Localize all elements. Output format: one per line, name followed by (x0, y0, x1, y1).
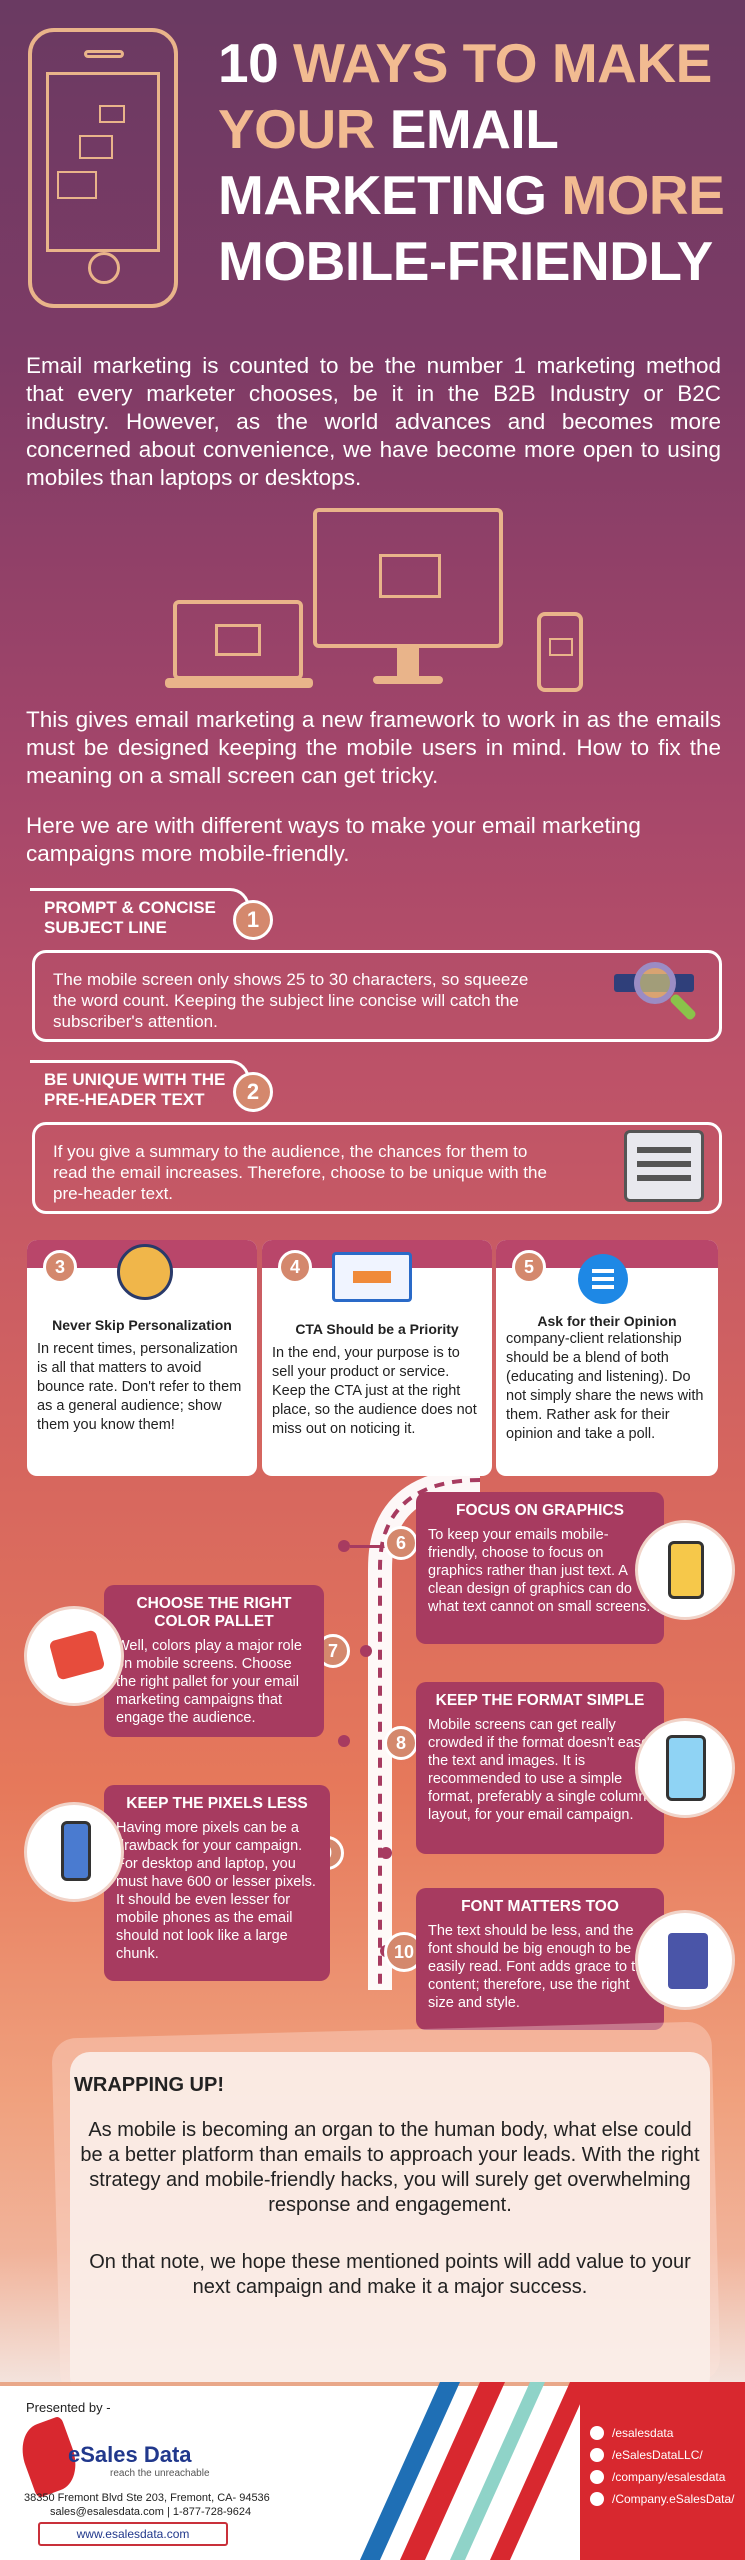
brand-tagline: reach the unreachable (110, 2468, 210, 2479)
laptop-icon (173, 600, 303, 680)
facebook-icon (590, 2492, 604, 2506)
step-8-number: 8 (384, 1726, 418, 1760)
step-9-box: KEEP THE PIXELS LESS Having more pixels … (104, 1785, 330, 1981)
wrap-up-title: WRAPPING UP! (74, 2074, 224, 2096)
mobile-icon (537, 612, 583, 692)
email-list-icon (624, 1130, 704, 1202)
intro-paragraph-3: Here we are with different ways to make … (26, 813, 641, 866)
step-7-title: CHOOSE THE RIGHT COLOR PALLET (136, 1595, 292, 1630)
step-7-text: Well, colors play a major role on mobile… (116, 1638, 302, 1726)
footer: Presented by - eSales Data reach the unr… (0, 2382, 745, 2560)
step-10-box: FONT MATTERS TOO The text should be less… (416, 1888, 664, 2030)
step-6-title: FOCUS ON GRAPHICS (456, 1502, 624, 1519)
step-3-card: 3 Never Skip Personalization In recent t… (27, 1240, 257, 1476)
step-2-text: If you give a summary to the audience, t… (53, 1142, 547, 1203)
step-10-title: FONT MATTERS TOO (461, 1898, 619, 1915)
phone-speaker (84, 50, 124, 58)
step-8-box: KEEP THE FORMAT SIMPLE Mobile screens ca… (416, 1682, 664, 1854)
step-10-text: The text should be less, and the font sh… (428, 1923, 652, 2011)
step-5-title: Ask for their Opinion (537, 1313, 677, 1329)
step-6-text: To keep your emails mobile-friendly, cho… (428, 1527, 651, 1615)
linkedin-icon (590, 2470, 604, 2484)
list-icon (578, 1254, 628, 1304)
envelope-icon (79, 135, 113, 159)
social-linkedin[interactable]: /company/esalesdata (590, 2466, 740, 2488)
step-5-text: company-client relationship should be a … (506, 1331, 704, 1442)
desktop-icon (313, 508, 503, 648)
step-2-title: BE UNIQUE WITH THE PRE-HEADER TEXT (44, 1070, 226, 1109)
step-2-box: If you give a summary to the audience, t… (32, 1122, 722, 1214)
simple-format-icon (635, 1718, 735, 1818)
decorative-stripes (360, 2382, 590, 2560)
step-3-number: 3 (43, 1250, 77, 1284)
social-pinterest[interactable]: /eSalesDataLLC/ (590, 2444, 740, 2466)
phone-screen (46, 72, 160, 252)
step-4-title: CTA Should be a Priority (295, 1321, 459, 1337)
step-5-card: 5 Ask for their Opinion company-client r… (496, 1240, 718, 1476)
intro-paragraph-1: Email marketing is counted to be the num… (26, 353, 721, 490)
step-4-card: 4 CTA Should be a Priority In the end, y… (262, 1240, 492, 1476)
step-7-box: CHOOSE THE RIGHT COLOR PALLET Well, colo… (104, 1585, 324, 1737)
page-title: 10 WAYS TO MAKE YOUR EMAIL MARKETING MOR… (218, 32, 725, 292)
presented-by: Presented by - (26, 2400, 111, 2415)
graphics-icon (635, 1520, 735, 1620)
step-6-number: 6 (384, 1526, 418, 1560)
step-2-number: 2 (233, 1072, 273, 1112)
social-facebook[interactable]: /Company.eSalesData/ (590, 2488, 740, 2510)
step-9-text: Having more pixels can be a drawback for… (116, 1820, 316, 1962)
phone-home-button (88, 252, 120, 284)
font-icon (635, 1910, 735, 2010)
envelope-icon (99, 105, 125, 123)
address: 38350 Fremont Blvd Ste 203, Fremont, CA-… (24, 2492, 270, 2504)
twitter-icon (590, 2426, 604, 2440)
wrap-up-paragraph-1: As mobile is becoming an organ to the hu… (80, 2119, 700, 2216)
envelope-icon (57, 171, 97, 199)
step-4-text: In the end, your purpose is to sell your… (272, 1345, 477, 1437)
social-twitter[interactable]: /esalesdata (590, 2422, 740, 2444)
social-links: /esalesdata /eSalesDataLLC/ /company/esa… (590, 2422, 740, 2510)
wrap-up-box: WRAPPING UP! As mobile is becoming an or… (70, 2052, 710, 2397)
step-9-title: KEEP THE PIXELS LESS (126, 1795, 308, 1812)
step-8-title: KEEP THE FORMAT SIMPLE (435, 1692, 645, 1709)
pixels-icon (24, 1802, 124, 1902)
personalization-icon (117, 1244, 173, 1300)
color-palette-icon (24, 1606, 124, 1706)
step-5-number: 5 (512, 1250, 546, 1284)
step-3-text: In recent times, personalization is all … (37, 1341, 242, 1433)
step-8-text: Mobile screens can get really crowded if… (428, 1717, 650, 1823)
wrap-up-paragraph-2: On that note, we hope these mentioned po… (89, 2251, 691, 2298)
contact-info: sales@esalesdata.com | 1-877-728-9624 (50, 2506, 252, 2518)
timeline-road (368, 1470, 481, 1990)
step-1-title: PROMPT & CONCISE SUBJECT LINE (44, 898, 216, 937)
step-1-box: The mobile screen only shows 25 to 30 ch… (32, 950, 722, 1042)
devices-illustration (165, 508, 585, 708)
step-3-title: Never Skip Personalization (52, 1317, 232, 1333)
step-6-box: FOCUS ON GRAPHICS To keep your emails mo… (416, 1492, 664, 1644)
step-1-number: 1 (233, 900, 273, 940)
search-icon (612, 962, 702, 1032)
website-link[interactable]: www.esalesdata.com (38, 2522, 228, 2546)
pinterest-icon (590, 2448, 604, 2462)
cta-icon (332, 1252, 412, 1302)
intro-paragraph-2: This gives email marketing a new framewo… (26, 707, 721, 788)
step-1-text: The mobile screen only shows 25 to 30 ch… (53, 970, 529, 1031)
brand-name: eSales Data (68, 2442, 192, 2467)
step-4-number: 4 (278, 1250, 312, 1284)
phone-illustration (28, 28, 178, 308)
